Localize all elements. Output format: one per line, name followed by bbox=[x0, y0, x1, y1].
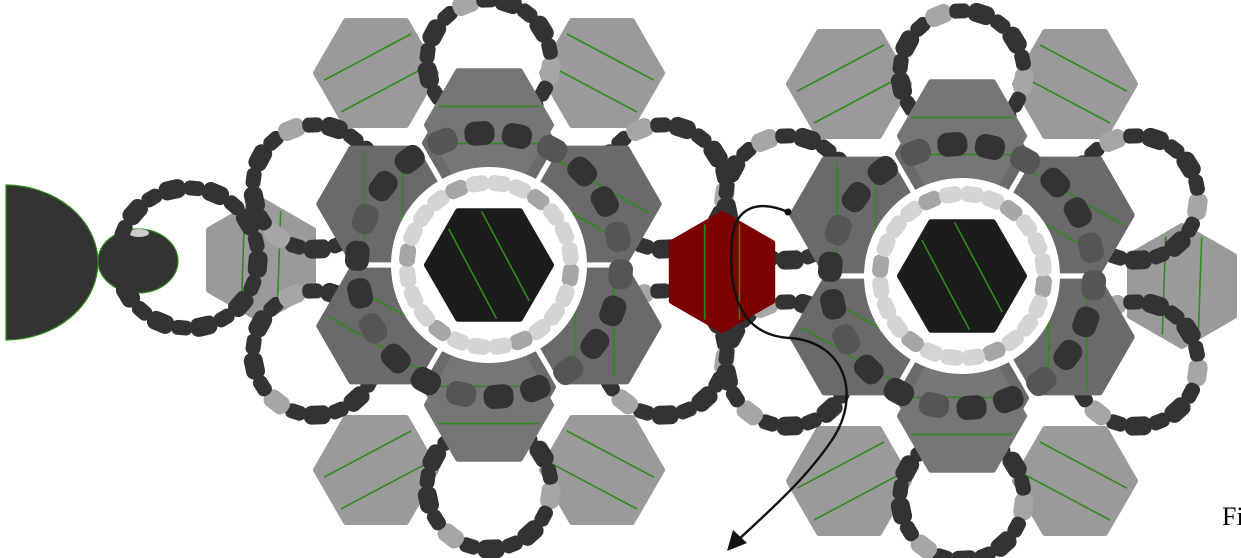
motif-1-ring-5-seed-bead bbox=[650, 117, 672, 133]
motif-2-ring-5-seed-bead bbox=[1124, 250, 1152, 270]
motif-2-outer-hex-bead bbox=[1015, 429, 1135, 533]
motif-1-middle-seed-bead bbox=[344, 240, 370, 272]
end-cap-bead bbox=[6, 185, 98, 340]
motif-2-outer-hex-bead-body bbox=[789, 32, 909, 136]
motif-2-outer-hex-bead bbox=[789, 32, 909, 136]
motif-2-center-hex-bead bbox=[900, 222, 1024, 329]
red-connector-hex-bead-body bbox=[672, 214, 772, 330]
motif-1-outer-hex-bead bbox=[542, 21, 662, 125]
thread-start-dot bbox=[785, 209, 792, 216]
motif-1-middle-seed-bead bbox=[483, 384, 515, 410]
motif-2-ring-2-seed-bead bbox=[1012, 492, 1035, 521]
motif-1-outer-hex-bead bbox=[316, 418, 436, 522]
motif-2-outer-hex-bead bbox=[789, 429, 909, 533]
center-hexagons-layer bbox=[427, 211, 1024, 330]
motif-1-ring-6-seed-bead bbox=[651, 405, 679, 425]
motif-1-ring-4-seed-bead bbox=[303, 405, 331, 425]
motif-2-ring-5-seed-bead bbox=[1123, 128, 1145, 144]
motif-1-middle-seed-bead bbox=[608, 258, 634, 290]
motif-1-outer-hex-bead-body bbox=[316, 418, 436, 522]
motif-1-outer-hex-bead bbox=[542, 418, 662, 522]
motif-1-ring-4-seed-bead bbox=[302, 283, 324, 299]
motif-1-ring-2-seed-bead bbox=[477, 539, 505, 558]
motif-1-ring-1-seed-bead bbox=[476, 0, 498, 8]
motif-1-outer-hex-bead bbox=[316, 21, 436, 125]
motif-2-ring-1-seed-bead bbox=[949, 3, 971, 19]
motif-2-outer-hex-bead-body bbox=[1015, 32, 1135, 136]
motif-2-ring-6-seed-bead bbox=[1123, 294, 1145, 310]
motif-1-middle-seed-bead bbox=[464, 120, 496, 146]
motif-1-outer-hex-bead-body bbox=[316, 21, 436, 125]
motif-2-middle-seed-bead bbox=[937, 131, 969, 157]
motif-1-ring-3-seed-bead bbox=[303, 239, 331, 259]
motif-2-ring-4-seed-bead bbox=[775, 294, 797, 310]
motif-1-center-hex-bead bbox=[427, 211, 551, 318]
motif-2-outer-hex-bead-body bbox=[789, 429, 909, 533]
motif-2-middle-seed-bead bbox=[1081, 269, 1107, 301]
motif-2-outer-hex-bead bbox=[1015, 32, 1135, 136]
figure-caption: Fi bbox=[1222, 502, 1241, 532]
red-connector-hex-bead bbox=[672, 214, 772, 330]
clasp-loop-seed-bead bbox=[108, 238, 129, 267]
motif-1-center-hex-bead-body bbox=[427, 211, 551, 318]
motif-1-ring-2-seed-bead bbox=[539, 481, 562, 510]
motif-2-ring-4-seed-bead bbox=[776, 416, 804, 436]
motif-2-outer-hex-bead-body bbox=[1015, 429, 1135, 533]
motif-2-middle-seed-bead bbox=[956, 395, 988, 421]
motif-1-outer-hex-bead-body bbox=[542, 21, 662, 125]
motif-2-ring-5-seed-bead bbox=[1186, 192, 1209, 221]
motif-1-outer-hex-bead-body bbox=[542, 418, 662, 522]
motif-1-ring-6-seed-bead bbox=[650, 283, 672, 299]
motif-1-ring-3-seed-bead bbox=[302, 117, 324, 133]
motif-2-ring-2-seed-bead bbox=[950, 550, 978, 558]
motif-2-ring-3-seed-bead bbox=[776, 250, 804, 270]
round-bead-highlight bbox=[129, 229, 149, 237]
motif-2-center-hex-bead-body bbox=[900, 222, 1024, 329]
motif-2-ring-6-seed-bead bbox=[1186, 358, 1209, 387]
motif-2-ring-6-seed-bead bbox=[1124, 416, 1152, 436]
motif-2-ring-3-seed-bead bbox=[775, 128, 797, 144]
clasp-loop-seed-bead bbox=[247, 250, 268, 279]
motif-2-middle-seed-bead bbox=[817, 251, 843, 283]
